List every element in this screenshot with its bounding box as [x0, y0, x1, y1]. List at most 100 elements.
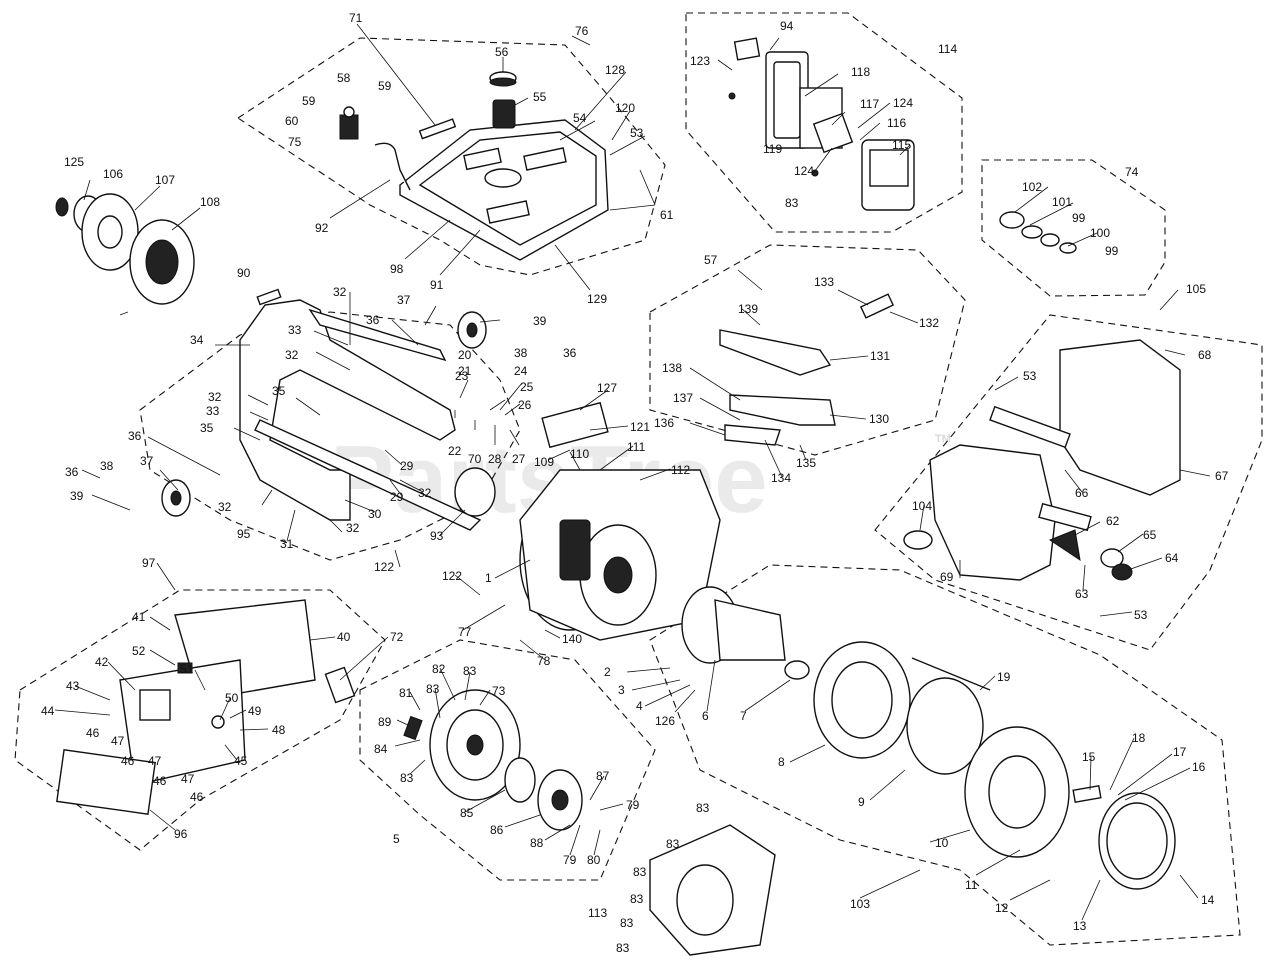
valve-components [999, 211, 1077, 254]
callout-label: 96 [174, 827, 188, 841]
leader-lines [54, 23, 1211, 921]
callout-label: 73 [492, 684, 506, 698]
callout-label: 34 [190, 333, 204, 347]
callout-label: 11 [965, 878, 978, 892]
callout-label: 112 [671, 463, 690, 477]
callout-label: 16 [1192, 760, 1206, 774]
callout-label: 66 [1075, 486, 1089, 500]
callout-label: 83 [785, 196, 799, 210]
callout-label: 44 [41, 704, 55, 718]
callout-label: 61 [660, 208, 674, 222]
callout-label: 122 [374, 560, 394, 574]
rotor [681, 586, 810, 680]
callout-label: 134 [771, 471, 791, 485]
callout-label: 45 [234, 754, 248, 768]
callout-label: 132 [919, 316, 939, 330]
callout-label: 32 [218, 500, 232, 514]
rubber-mount [454, 467, 496, 517]
callout-label: 22 [448, 444, 462, 458]
callout-label: 117 [860, 97, 879, 111]
callout-label: 36 [563, 346, 577, 360]
callout-label: 83 [666, 837, 680, 851]
air-cleaner [728, 37, 915, 211]
callout-label: 123 [690, 54, 710, 68]
fuel-line [374, 142, 411, 191]
callout-label: 25 [520, 380, 534, 394]
callout-label: 39 [533, 314, 547, 328]
callout-label: 99 [1105, 244, 1119, 258]
callout-label: 37 [140, 454, 154, 468]
callout-label: 87 [596, 769, 610, 783]
callout-label: 42 [95, 655, 109, 669]
callout-label: 29 [390, 490, 404, 504]
callout-label: 65 [1143, 528, 1157, 542]
callout-label: 120 [615, 101, 635, 115]
callout-label: 68 [1198, 348, 1212, 362]
callout-label: 75 [288, 135, 302, 149]
callout-label: 63 [1075, 587, 1089, 601]
callout-label: 137 [673, 391, 693, 405]
callout-label: 85 [460, 806, 474, 820]
callout-label: 124 [893, 96, 913, 110]
callout-label: 129 [587, 292, 607, 306]
callout-label: 140 [562, 632, 582, 646]
callout-label: 47 [148, 754, 162, 768]
callout-label: 72 [390, 630, 404, 644]
callout-label: 107 [155, 173, 175, 187]
callout-label: 115 [892, 138, 911, 152]
callout-label: 81 [399, 686, 413, 700]
callout-label: 24 [514, 364, 528, 378]
callout-label: 4 [636, 699, 643, 713]
callout-label: 69 [940, 570, 954, 584]
callout-label: 126 [655, 714, 675, 728]
callout-label: 14 [1201, 893, 1215, 907]
callout-label: 56 [495, 45, 509, 59]
stator [813, 641, 911, 759]
callout-label: 135 [796, 456, 816, 470]
end-cover [1098, 792, 1176, 890]
callout-label: 7 [740, 709, 747, 723]
air-cleaner-group-outline [685, 12, 963, 233]
blower-housing [649, 824, 776, 956]
callout-label: 35 [200, 421, 214, 435]
callout-label: 47 [111, 734, 125, 748]
callout-label: 92 [315, 221, 329, 235]
muffler-group-outline [874, 314, 1263, 651]
callout-label: 83 [463, 664, 477, 678]
frame-group-outline [139, 311, 521, 561]
callout-label: 83 [696, 801, 710, 815]
callout-label: 46 [190, 790, 204, 804]
callout-label: 53 [630, 126, 644, 140]
callout-label: 48 [272, 723, 286, 737]
callout-label: 18 [1132, 731, 1146, 745]
fuel-tank [399, 119, 609, 261]
part-callouts: 71 76 56 128 58 59 59 60 75 55 54 120 53… [41, 11, 1229, 955]
callout-label: 28 [488, 452, 502, 466]
callout-label: 99 [1072, 211, 1086, 225]
callout-label: 38 [100, 459, 114, 473]
callout-label: 89 [378, 715, 392, 729]
callout-label: 55 [533, 90, 547, 104]
callout-label: 39 [70, 489, 84, 503]
callout-label: 90 [237, 266, 251, 280]
callout-label: 64 [1165, 551, 1179, 565]
callout-label: 88 [530, 836, 544, 850]
recoil-group-outline [359, 639, 656, 881]
wheel-left [161, 479, 191, 517]
callout-label: 37 [397, 293, 411, 307]
callout-label: 101 [1052, 195, 1072, 209]
callout-label: 12 [995, 901, 1009, 915]
callout-label: 35 [272, 384, 286, 398]
control-panel-group-outline [14, 589, 386, 851]
callout-label: 36 [65, 465, 79, 479]
callout-label: 80 [587, 853, 601, 867]
callout-label: 41 [132, 610, 146, 624]
callout-label: 43 [66, 679, 80, 693]
callout-label: 36 [366, 313, 380, 327]
callout-label: 15 [1082, 750, 1096, 764]
flywheel-group [55, 193, 195, 305]
callout-label: 8 [778, 755, 785, 769]
callout-label: 32 [346, 521, 360, 535]
alternator-group-outline [649, 564, 1241, 946]
